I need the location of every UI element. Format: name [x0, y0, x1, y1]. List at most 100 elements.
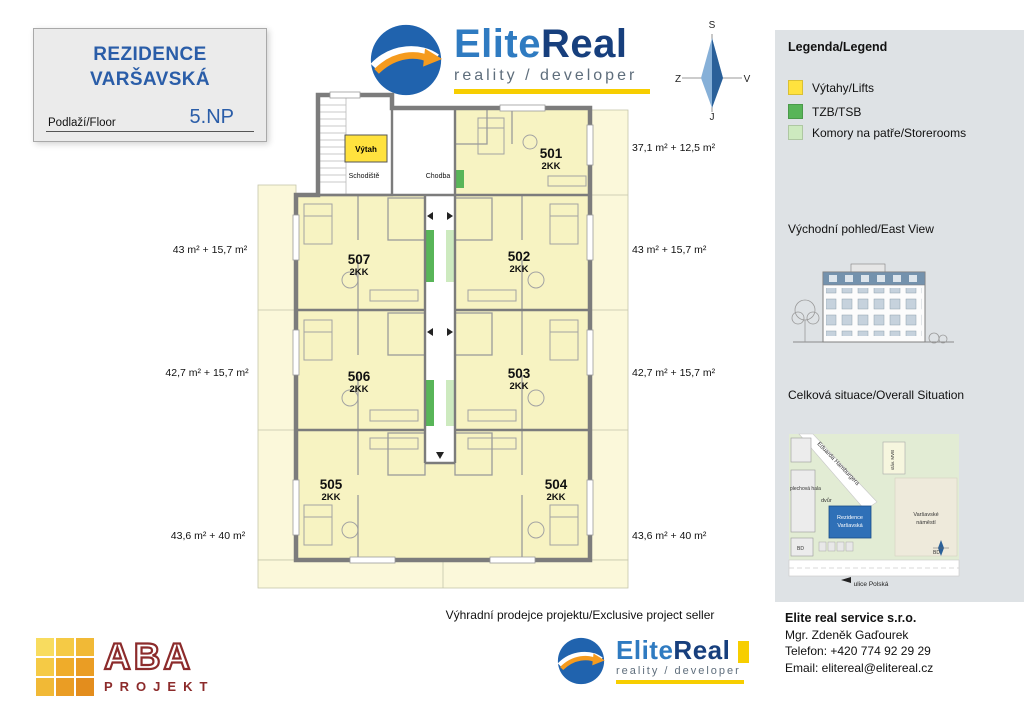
- brand-name-part1: Elite: [454, 22, 541, 66]
- apartment-type: 2KK: [541, 161, 561, 172]
- legend-item-storerooms: Komory na patře/Storerooms: [788, 125, 966, 140]
- apartment-type: 2KK: [509, 264, 529, 275]
- apartment-label-502: 502 2KK: [489, 250, 549, 276]
- map-building: [790, 437, 812, 463]
- direction-arrows: [427, 212, 453, 459]
- map-street-bottom-label: ulice Polská: [854, 581, 889, 588]
- corridor-label: Chodba: [426, 173, 451, 180]
- area-label-left-1: 43 m² + 15,7 m²: [172, 244, 248, 256]
- apartment-number: 505: [319, 477, 343, 492]
- elitereal-logo-mark: [370, 24, 443, 96]
- project-title-line1: REZIDENCE: [93, 44, 207, 65]
- compass-west-label: Z: [675, 74, 681, 85]
- elitereal-logo: EliteReal reality / developer: [368, 22, 650, 98]
- lift-swatch-icon: [788, 80, 803, 95]
- project-title-box: REZIDENCE VARŠAVSKÁ Podlaží/Floor 5.NP: [33, 28, 267, 142]
- apartment-number: 507: [347, 252, 371, 267]
- map-diagonal-street: [798, 433, 878, 511]
- aba-logo-grid-icon: [36, 638, 94, 696]
- floorplan-drawing: Výtah Schodiště Chodba: [257, 91, 629, 589]
- contact-block: Elite real service s.r.o. Mgr. Zdeněk Ga…: [785, 610, 933, 676]
- legend-title: Legenda/Legend: [788, 40, 888, 54]
- floor-row: Podlaží/Floor 5.NP: [46, 106, 254, 132]
- area-label-right-1: 37,1 m² + 12,5 m²: [632, 142, 716, 154]
- map-bd-building: [790, 537, 814, 557]
- floor-value: 5.NP: [189, 106, 234, 128]
- area-label-left-3: 43,6 m² + 40 m²: [170, 530, 246, 542]
- brand-underline: [616, 680, 744, 684]
- project-title-line2: VARŠAVSKÁ: [89, 69, 211, 90]
- logo-flag: [738, 641, 750, 664]
- apartment-type: 2KK: [321, 492, 341, 503]
- brand-name: EliteReal: [454, 22, 650, 66]
- tzb-boxes: [426, 170, 464, 426]
- brand-name: EliteReal: [616, 635, 750, 665]
- apartment-label-504: 504 2KK: [526, 478, 586, 504]
- stairs-label: Schodiště: [349, 173, 380, 180]
- storeroom-boxes: [446, 230, 454, 426]
- apartment-label-507: 507 2KK: [329, 253, 389, 279]
- east-view-drawing: [791, 263, 954, 344]
- walls: [293, 92, 593, 563]
- situation-map: Eduarda Hamburgera stáv. MVB plechová ha…: [788, 433, 960, 588]
- contact-email: Email: elitereal@elitereal.cz: [785, 660, 934, 675]
- apartment-label-503: 503 2KK: [489, 367, 549, 393]
- area-label-right-2: 43 m² + 15,7 m²: [632, 244, 707, 256]
- map-residence-label-2: Varšavská: [837, 523, 863, 529]
- lift-box: [344, 134, 388, 163]
- aba-name: ABA: [103, 636, 194, 677]
- apartment-label-505: 505 2KK: [301, 478, 361, 504]
- east-view-title: Východní pohled/East View: [788, 222, 934, 236]
- apartment-type: 2KK: [349, 384, 369, 395]
- apartment-type: 2KK: [349, 267, 369, 278]
- compass-north-label: S: [709, 20, 716, 31]
- map-mini-compass-icon: [933, 540, 949, 556]
- brand-name-part2: Real: [673, 635, 731, 665]
- brand-tagline: reality / developer: [616, 665, 741, 677]
- elitereal-logo-footer: EliteReal reality / developer: [556, 635, 750, 686]
- map-hall-building: [790, 469, 816, 533]
- sidebar: Legenda/Legend Výtahy/Lifts TZB/TSB Komo…: [775, 30, 1024, 602]
- legend-item-lifts: Výtahy/Lifts: [788, 80, 874, 95]
- map-bottom-road: [788, 559, 960, 577]
- map-garages: [818, 541, 854, 552]
- elitereal-logo-text: EliteReal reality / developer: [454, 22, 650, 94]
- map-square-area: [894, 477, 958, 557]
- map-yard-label: dvůr: [821, 497, 832, 504]
- apartment-number: 502: [507, 249, 531, 264]
- map-square-label-2: náměstí: [916, 520, 936, 526]
- elitereal-logo-text: EliteReal reality / developer: [616, 635, 750, 684]
- map-square-label-1: Varšavské: [913, 512, 938, 518]
- storeroom-swatch-icon: [788, 125, 803, 140]
- project-title: REZIDENCE VARŠAVSKÁ: [34, 42, 266, 92]
- map-one-way-arrow: [841, 577, 851, 583]
- aba-logo-text: ABA PROJEKT: [103, 636, 214, 694]
- compass-south-label: J: [710, 112, 715, 122]
- brand-underline: [454, 89, 650, 94]
- windows: [292, 91, 594, 564]
- map-mvb-building: [882, 441, 906, 475]
- apartment-number: 503: [507, 366, 531, 381]
- east-view-windows: [826, 288, 922, 336]
- contact-phone: Telefon: +420 774 92 29 29: [785, 644, 931, 658]
- apartment-type: 2KK: [546, 492, 566, 503]
- apartment-type: 2KK: [509, 381, 529, 392]
- compass: S V J Z: [675, 20, 751, 122]
- elitereal-logo-mark: [557, 637, 605, 685]
- area-label-right-4: 43,6 m² + 40 m²: [632, 530, 707, 542]
- east-view-tree: [791, 299, 948, 344]
- apartment-number: 504: [544, 477, 568, 492]
- map-hall-label: plechová hala: [790, 486, 821, 492]
- floorplan: Výtah Schodiště Chodba 501 2KK 502 2KK 5…: [250, 80, 720, 605]
- legend-item-storerooms-label: Komory na patře/Storerooms: [812, 125, 967, 140]
- lift-label: Výtah: [355, 145, 377, 154]
- situation-title: Celková situace/Overall Situation: [788, 388, 965, 402]
- area-label-right-3: 42,7 m² + 15,7 m²: [632, 367, 716, 379]
- apartment-number: 506: [347, 369, 371, 384]
- map-bd-label-2: BD: [933, 550, 940, 556]
- aba-projekt-logo: ABA PROJEKT: [36, 636, 214, 696]
- map-mvb-label: stáv. MVB: [890, 450, 895, 470]
- legend-item-tzb: TZB/TSB: [788, 104, 861, 119]
- legend-item-tzb-label: TZB/TSB: [812, 104, 862, 119]
- brand-name-part1: Elite: [616, 635, 674, 665]
